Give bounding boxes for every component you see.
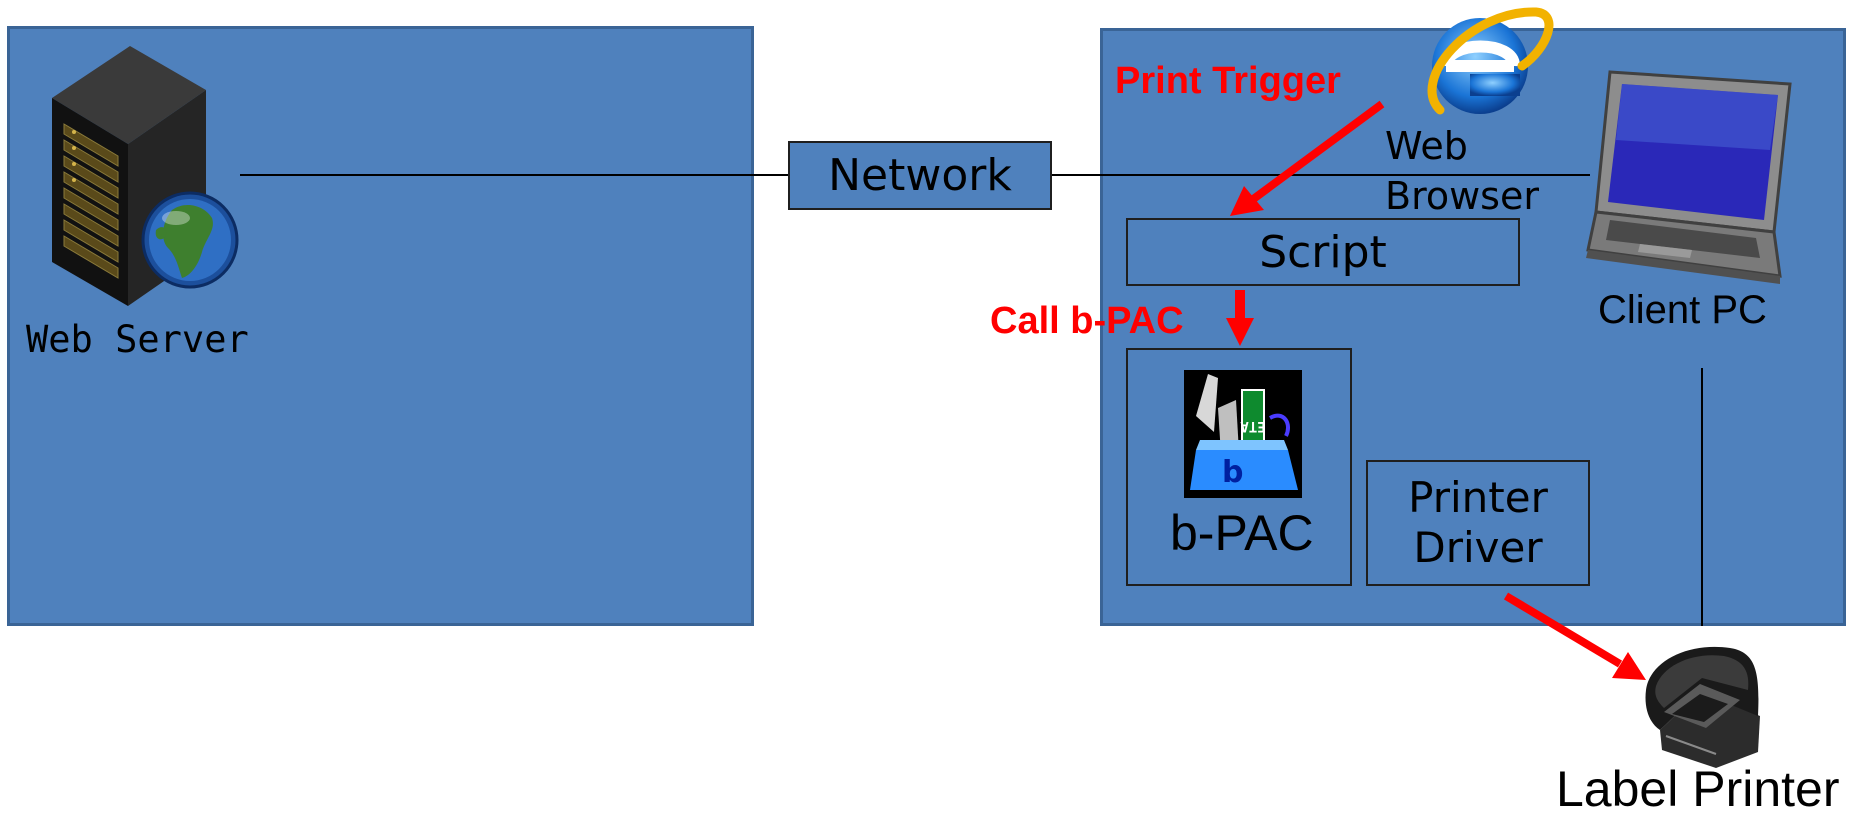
network-label: Network — [828, 150, 1012, 201]
printer-driver-box: Printer Driver — [1366, 460, 1590, 586]
client-pc-label: Client PC — [1598, 288, 1767, 332]
web-browser-label-line1: Web — [1385, 124, 1468, 168]
printer-driver-label-line1: Printer — [1408, 472, 1548, 522]
bpac-box — [1126, 348, 1352, 586]
web-browser-label-line2: Browser — [1385, 174, 1539, 218]
print-trigger-label: Print Trigger — [1115, 60, 1341, 102]
bpac-label: b-PAC — [1170, 505, 1314, 561]
label-printer-label: Label Printer — [1556, 761, 1840, 817]
network-box: Network — [788, 141, 1052, 210]
script-label: Script — [1259, 226, 1387, 278]
web-server-label: Web Server — [26, 318, 249, 361]
script-box: Script — [1126, 218, 1520, 286]
call-bpac-label: Call b-PAC — [990, 300, 1184, 342]
printer-driver-label-line2: Driver — [1413, 523, 1543, 572]
